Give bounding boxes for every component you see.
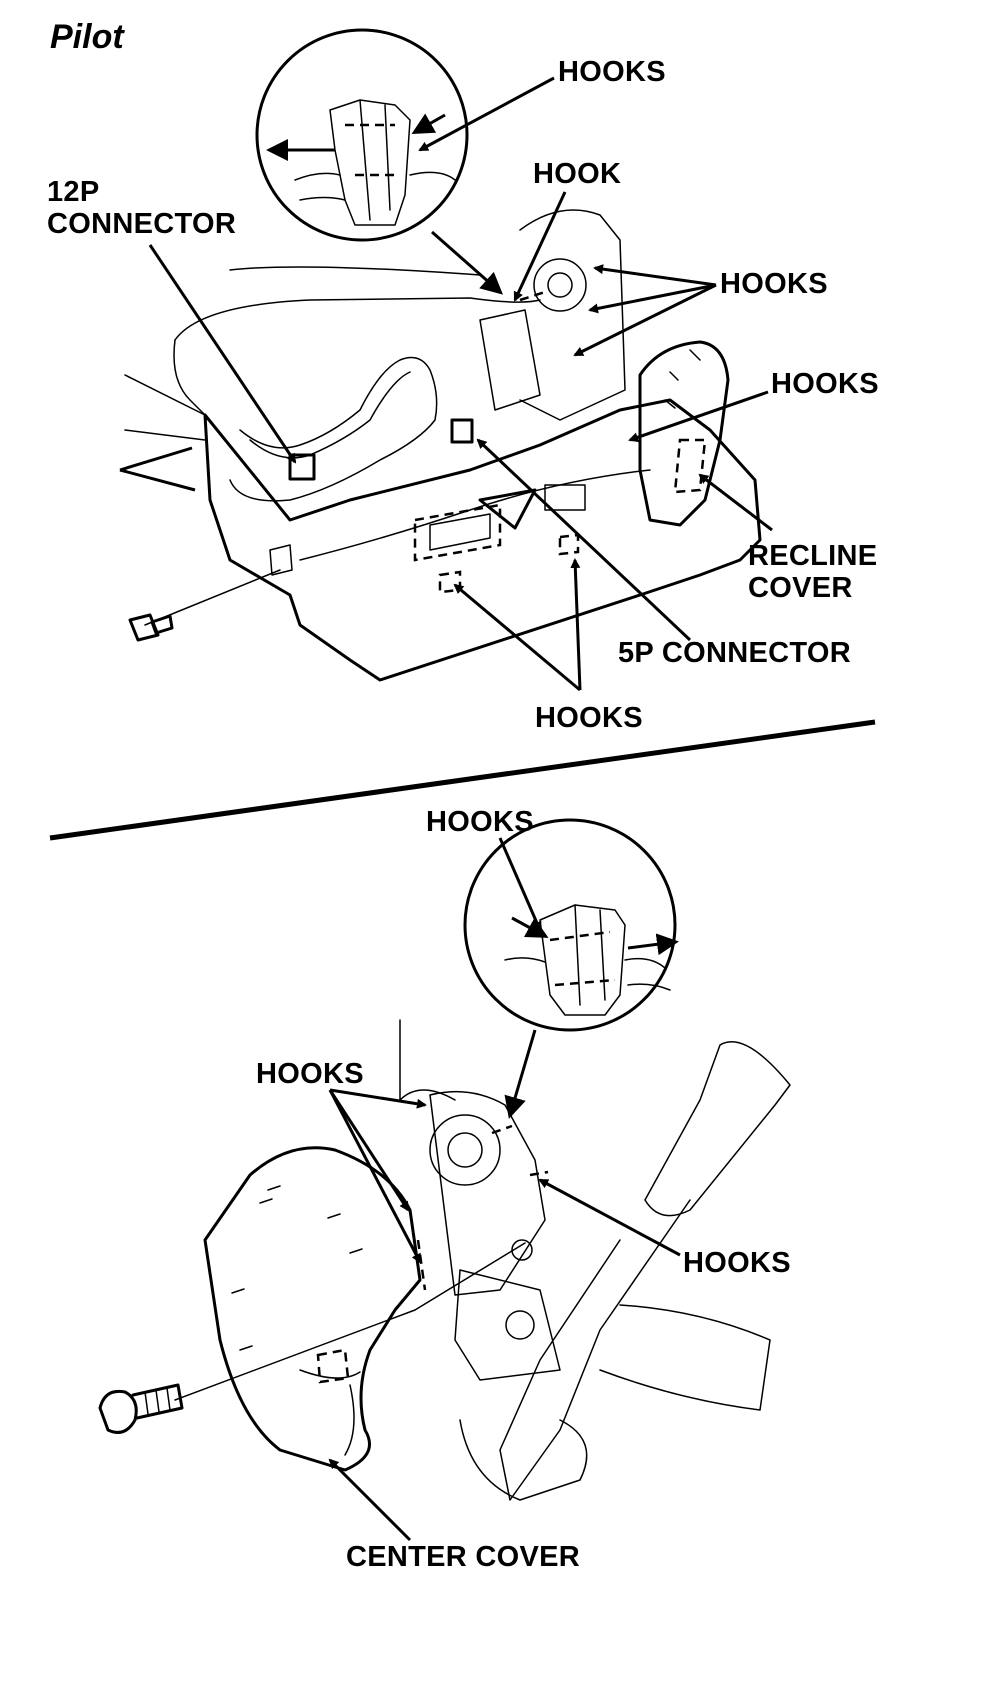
wire-harness bbox=[229, 356, 438, 502]
seatback-post bbox=[399, 1019, 456, 1101]
leader-hooks-right bbox=[538, 1178, 681, 1257]
inset-leader-arrow bbox=[504, 1029, 537, 1119]
inset-leader-arrow bbox=[431, 230, 503, 295]
seat-back-frame bbox=[519, 209, 626, 421]
cover-clip-dashed bbox=[316, 1348, 350, 1384]
label-hooks-recline: HOOKS bbox=[771, 368, 879, 400]
rail-callout-1 bbox=[119, 446, 193, 472]
top-inset-circle bbox=[255, 28, 469, 242]
arrow-icon bbox=[627, 933, 679, 956]
label-hooks-bottom-top: HOOKS bbox=[535, 702, 643, 734]
label-hooks-right-upper: HOOKS bbox=[720, 268, 828, 300]
bottom-seat-drawing bbox=[98, 818, 791, 1542]
leader-hooks-inset bbox=[498, 837, 542, 932]
leader-hooks-right-2 bbox=[588, 283, 717, 314]
arrow-icon bbox=[511, 916, 549, 938]
recline-pivot-lower bbox=[429, 1114, 501, 1186]
section-divider bbox=[49, 719, 876, 841]
top-seat-drawing bbox=[119, 28, 773, 692]
leader-hooks-right-1 bbox=[593, 264, 717, 287]
leader-12p bbox=[148, 244, 297, 464]
label-5p-connector: 5P CONNECTOR bbox=[618, 637, 851, 669]
connector-icon bbox=[288, 453, 316, 481]
center-cover-shape bbox=[203, 1146, 422, 1472]
label-recline-line2: COVER bbox=[748, 572, 853, 604]
leader-hooks-bottom-2 bbox=[570, 558, 582, 691]
bolt-icon bbox=[128, 613, 174, 642]
seat-side-panel bbox=[203, 398, 762, 682]
label-hooks-right-lower: HOOKS bbox=[683, 1247, 791, 1279]
bottom-inset-hook-detail bbox=[504, 904, 671, 1016]
leader-hooks-recline bbox=[628, 390, 769, 443]
label-center-cover: CENTER COVER bbox=[346, 1541, 581, 1573]
leader-hooks-left-3 bbox=[328, 1089, 422, 1264]
warning-triangle bbox=[478, 488, 537, 530]
label-recline-line1: RECLINE bbox=[748, 540, 878, 572]
arrow-icon bbox=[411, 113, 446, 134]
switch-hook-dashed bbox=[413, 503, 502, 562]
rail-callout-2 bbox=[119, 468, 196, 492]
belt-buckle bbox=[644, 1041, 791, 1217]
label-hooks-left-lower: HOOKS bbox=[256, 1058, 364, 1090]
leader-hooks-right-3 bbox=[573, 283, 717, 357]
connector-icon bbox=[450, 418, 474, 444]
leader-5p bbox=[476, 438, 692, 642]
bolt-icon bbox=[98, 1389, 138, 1434]
bottom-inset-circle bbox=[463, 818, 677, 1032]
seat-cushion-front bbox=[173, 339, 206, 416]
bolt-guide-line bbox=[174, 1309, 416, 1401]
seat-cushion-top bbox=[174, 297, 541, 341]
diagram-title: Pilot bbox=[50, 18, 124, 56]
leader-center-cover bbox=[328, 1458, 412, 1542]
leader-recline-cover bbox=[698, 473, 773, 532]
label-12p-line2: CONNECTOR bbox=[47, 208, 237, 240]
leader-hooks-top bbox=[418, 76, 555, 152]
label-12p-line1: 12P bbox=[47, 176, 100, 208]
top-inset-hook-detail bbox=[294, 99, 456, 226]
label-hooks-bottom-inset: HOOKS bbox=[426, 806, 534, 838]
leader-hooks-bottom-1 bbox=[453, 583, 581, 692]
leader-hooks-left-1 bbox=[329, 1088, 427, 1109]
seat-rail bbox=[124, 374, 206, 416]
label-hooks-top-inset: HOOKS bbox=[558, 56, 666, 88]
leader-hook bbox=[513, 191, 567, 302]
recline-pivot bbox=[533, 258, 587, 312]
recline-cover-shape bbox=[638, 340, 730, 527]
label-hook: HOOK bbox=[533, 158, 622, 190]
leader-hooks-left-2 bbox=[328, 1089, 410, 1212]
